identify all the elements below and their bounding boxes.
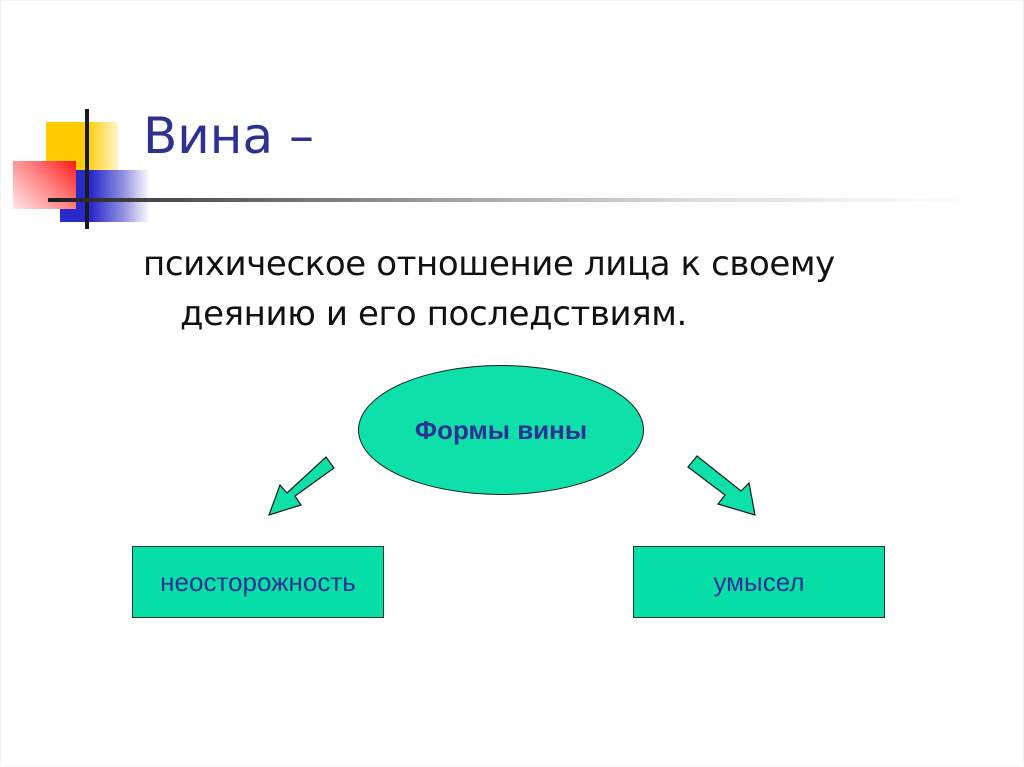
slide-title: Вина – [143,107,315,165]
definition-line-2: деянию и его последствиям. [180,294,687,334]
definition-line-1: психическое отношение лица к своему [143,244,835,284]
definition-text: психическое отношение лица к своему деян… [143,239,993,339]
intent-label: умысел [713,566,805,597]
arrow-down-left-icon [268,456,335,516]
intent-box: умысел [633,546,885,618]
negligence-label: неосторожность [160,566,356,597]
negligence-box: неосторожность [132,546,384,618]
decorative-vertical-line [85,109,89,229]
ellipse-label: Формы вины [414,414,588,445]
title-underline-divider [48,198,973,202]
arrow-down-right-icon [687,455,756,516]
forms-of-guilt-ellipse: Формы вины [358,365,644,495]
